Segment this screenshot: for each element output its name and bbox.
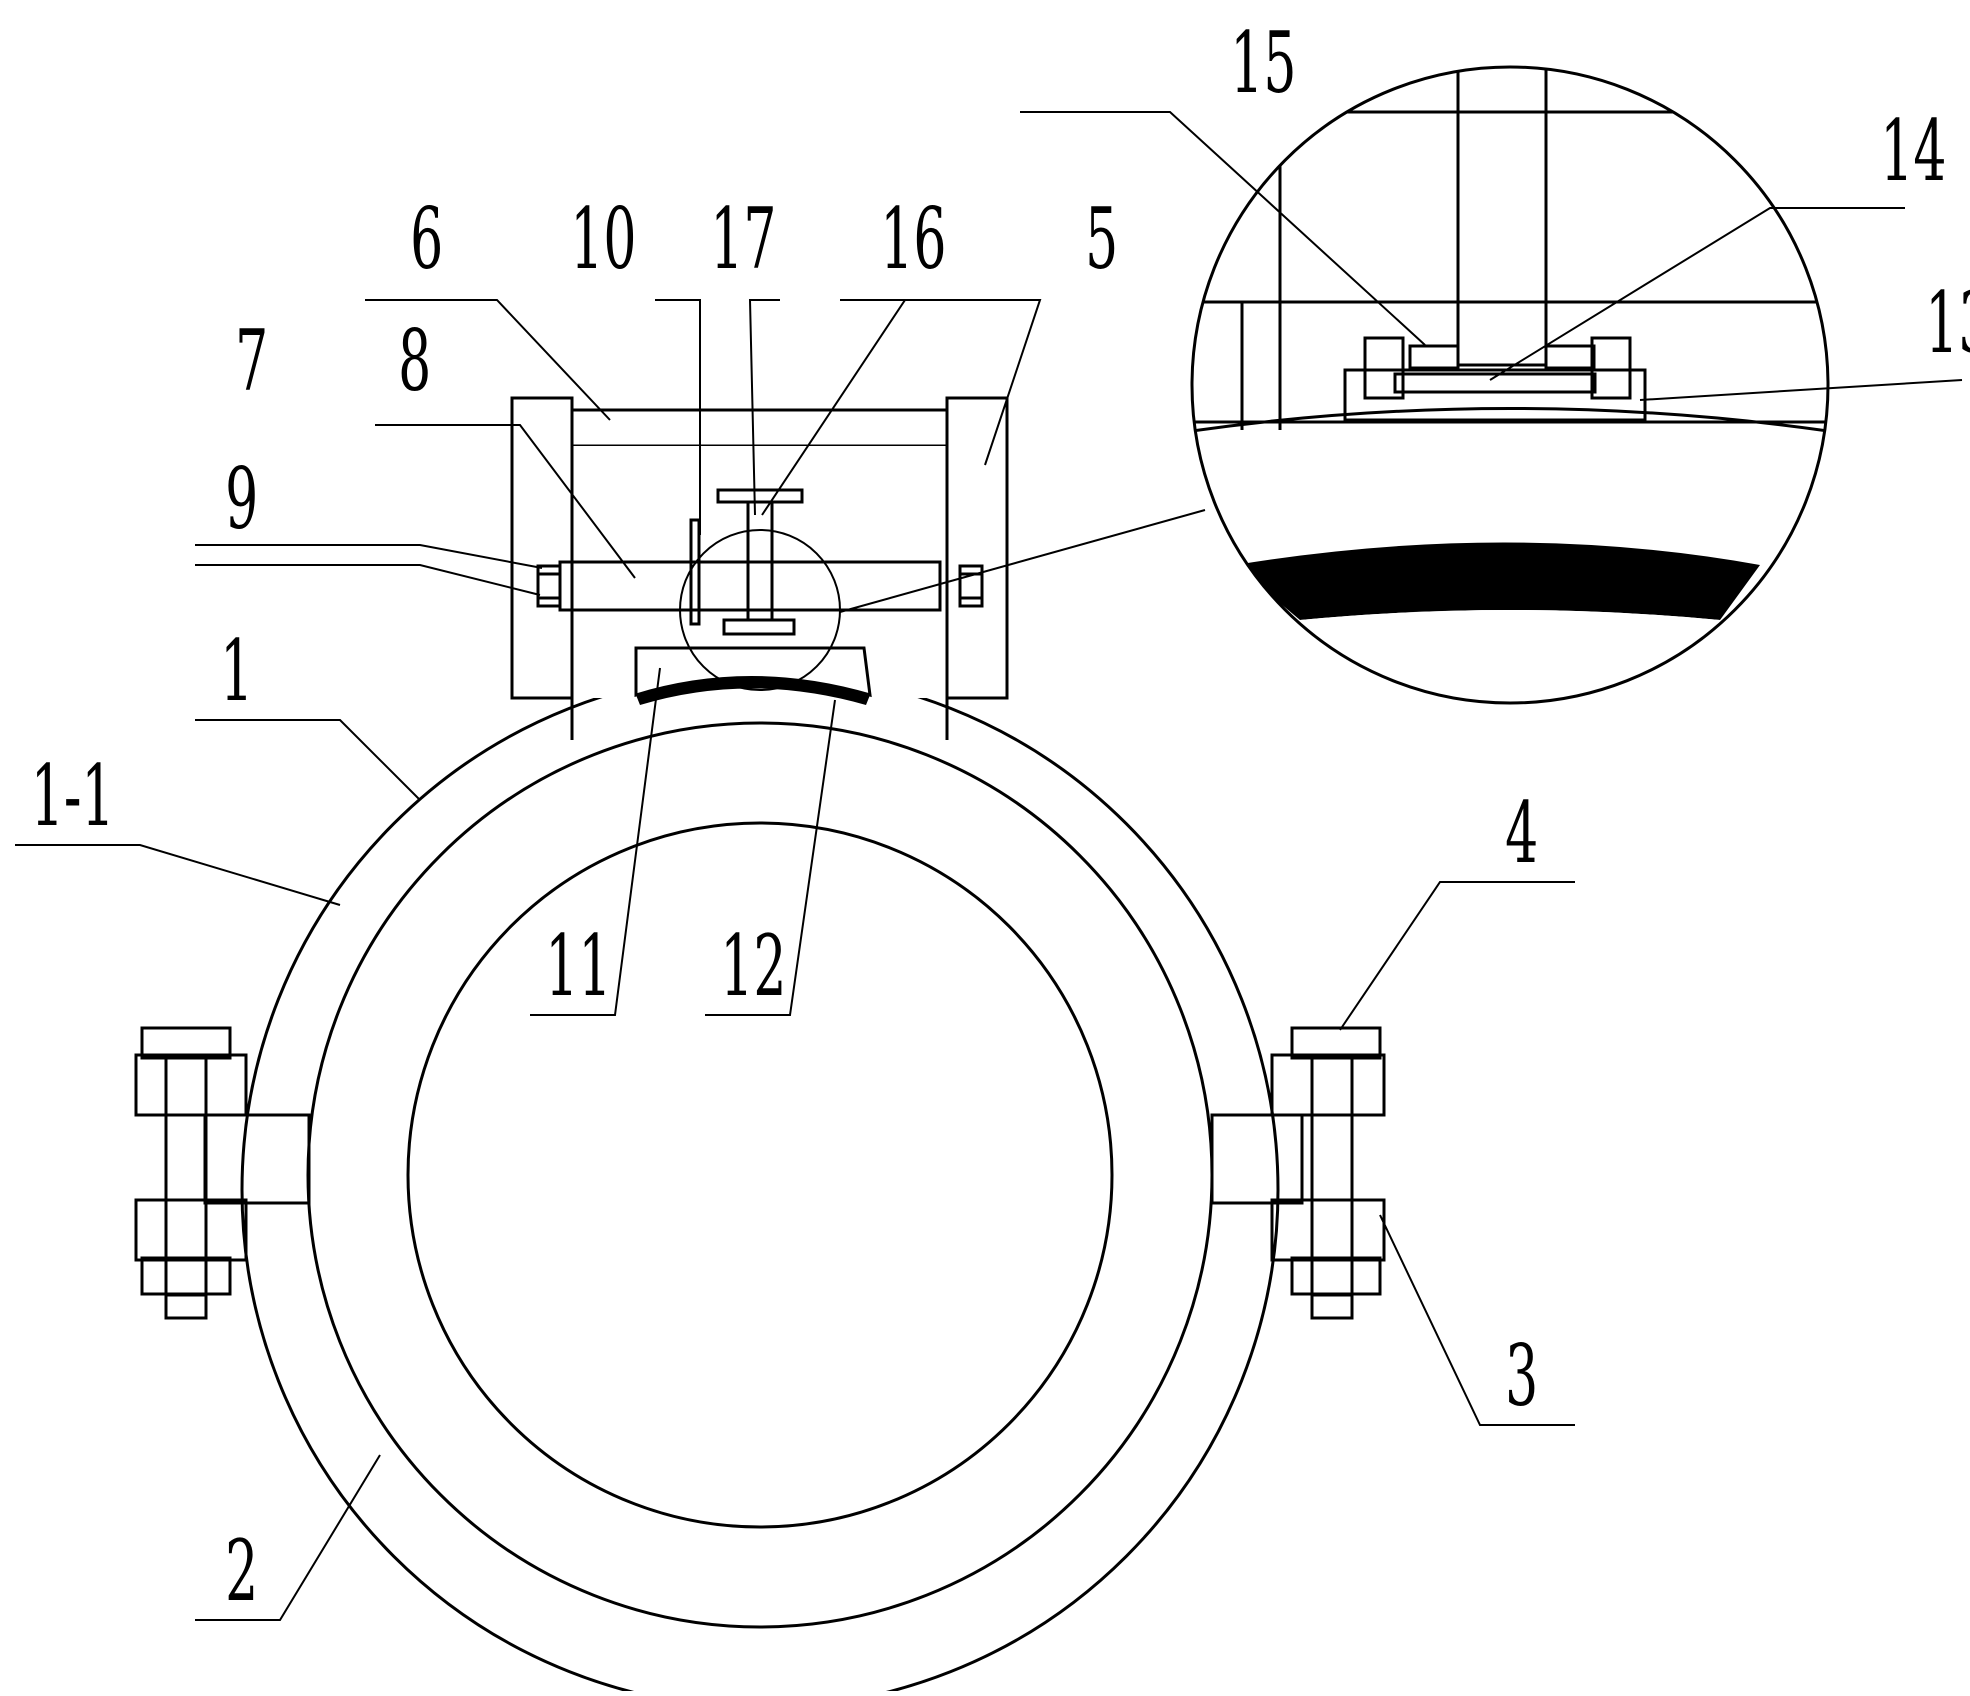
- label-9: 9: [225, 451, 258, 548]
- right-flange: [1210, 1026, 1386, 1320]
- label-3: 3: [1505, 1328, 1538, 1425]
- label-8: 8: [398, 313, 431, 410]
- label-7: 7: [235, 313, 268, 410]
- indicator-rod: [689, 518, 701, 626]
- left-flange: [134, 1026, 311, 1320]
- label-10: 10: [570, 191, 636, 288]
- label-1: 1: [220, 623, 253, 720]
- label-16: 16: [880, 191, 946, 288]
- label-4: 4: [1505, 785, 1538, 882]
- nut-plate: [722, 618, 796, 636]
- label-14: 14: [1880, 103, 1946, 200]
- pipe-wall: [306, 721, 1214, 1629]
- right-bolt: [1310, 1053, 1354, 1297]
- detail-callout-circle: [679, 529, 841, 691]
- label-1-1: 1-1: [31, 748, 115, 845]
- crossbar: [570, 408, 949, 448]
- left-bolt: [164, 1053, 208, 1297]
- adjust-screw: [689, 488, 804, 636]
- reference-labels: 15 14 13 6 10 17 16 5 7 8 9 1 1-1 4 11 1…: [31, 15, 1970, 1620]
- label-2: 2: [225, 1523, 258, 1620]
- outer-clamp-ring: [240, 670, 1280, 1696]
- label-15: 15: [1230, 15, 1296, 112]
- detail-view: [1190, 65, 1830, 705]
- label-13: 13: [1925, 275, 1970, 372]
- label-17: 17: [710, 191, 776, 288]
- slide-beam: [536, 560, 984, 612]
- label-5: 5: [1085, 191, 1118, 288]
- left-post: [510, 396, 574, 700]
- pipe-bore: [406, 821, 1114, 1529]
- frame-bracket: [510, 396, 1009, 740]
- label-11: 11: [545, 918, 611, 1015]
- right-post: [945, 396, 1009, 700]
- label-6: 6: [410, 191, 443, 288]
- leader-lines: [15, 111, 1963, 1621]
- label-12: 12: [720, 918, 786, 1015]
